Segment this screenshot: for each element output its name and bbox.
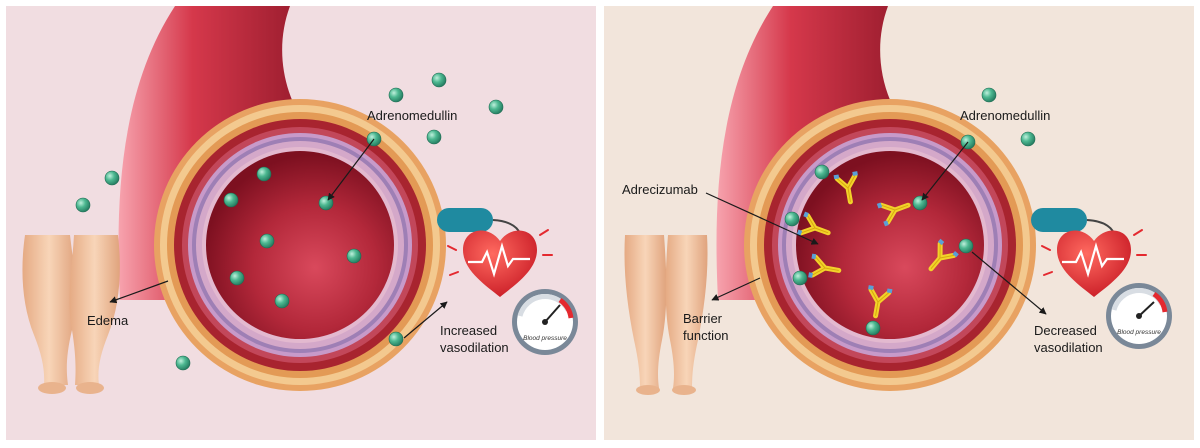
label-vasodilation-line1: Decreased: [1034, 323, 1097, 338]
adrenomedullin-molecule-icon: [784, 211, 800, 227]
cuff-icon: [1031, 208, 1087, 232]
right-panel: Blood pressure Adrenomedullin Adrecizuma…: [604, 6, 1194, 440]
legs-icon: [624, 235, 708, 395]
adrenomedullin-molecule-icon: [388, 331, 404, 347]
adrenomedullin-molecule-icon: [431, 72, 447, 88]
arrow: [971, 251, 1047, 315]
adrenomedullin-molecule-icon: [792, 270, 808, 286]
adrenomedullin-molecule-icon: [256, 166, 272, 182]
label-vasodilation-line2: vasodilation: [1034, 340, 1103, 355]
arrow: [327, 138, 375, 201]
adrenomedullin-molecule-icon: [274, 293, 290, 309]
vessel-lumen: [796, 151, 984, 339]
label-adrecizumab: Adrecizumab: [622, 182, 698, 197]
label-vasodilation-line2: vasodilation: [440, 340, 509, 355]
arrow: [921, 141, 969, 201]
label-edema: Edema: [87, 313, 129, 328]
adrenomedullin-molecule-icon: [814, 164, 830, 180]
gauge-label: Blood pressure: [523, 335, 567, 342]
arrow: [403, 301, 448, 339]
arrow: [711, 277, 761, 301]
cuff-icon: [437, 208, 493, 232]
label-barrier-line2: function: [683, 328, 729, 343]
adrenomedullin-molecule-icon: [229, 270, 245, 286]
label-barrier-line1: Barrier: [683, 311, 723, 326]
blood-pressure-device: Blood pressure: [437, 208, 578, 355]
legs-icon: [22, 235, 120, 394]
adrenomedullin-molecule-icon: [388, 87, 404, 103]
adrenomedullin-molecule-icon: [488, 99, 504, 115]
adrenomedullin-molecule-icon: [426, 129, 442, 145]
adrenomedullin-molecule-icon: [981, 87, 997, 103]
adrenomedullin-molecule-icon: [75, 197, 91, 213]
adrenomedullin-molecule-icon: [958, 238, 974, 254]
label-adrenomedullin: Adrenomedullin: [367, 108, 457, 123]
adrenomedullin-molecule-icon: [259, 233, 275, 249]
adrenomedullin-molecule-icon: [223, 192, 239, 208]
arrow: [705, 192, 819, 245]
vessel-lumen: [206, 151, 394, 339]
adrenomedullin-molecule-icon: [912, 195, 928, 211]
vessel-cross-section: [744, 99, 1036, 391]
adrenomedullin-molecule-icon: [104, 170, 120, 186]
left-panel: Blood pressure Adrenomedullin Edema Incr…: [6, 6, 596, 440]
blood-pressure-device: Blood pressure: [1031, 208, 1172, 349]
vessel-cross-section: [154, 99, 446, 391]
gauge-label: Blood pressure: [1117, 329, 1161, 336]
heart-icon: [1057, 230, 1131, 297]
label-vasodilation-line1: Increased: [440, 323, 497, 338]
blood-pressure-gauge-icon: Blood pressure: [512, 289, 578, 355]
label-adrenomedullin: Adrenomedullin: [960, 108, 1050, 123]
adrenomedullin-molecule-icon: [1020, 131, 1036, 147]
blood-pressure-gauge-icon: Blood pressure: [1106, 283, 1172, 349]
arrow: [109, 280, 169, 304]
adrenomedullin-molecule-icon: [346, 248, 362, 264]
adrenomedullin-molecule-icon: [865, 320, 881, 336]
heart-icon: [463, 230, 537, 297]
adrenomedullin-molecule-icon: [318, 195, 334, 211]
adrenomedullin-molecule-icon: [175, 355, 191, 371]
